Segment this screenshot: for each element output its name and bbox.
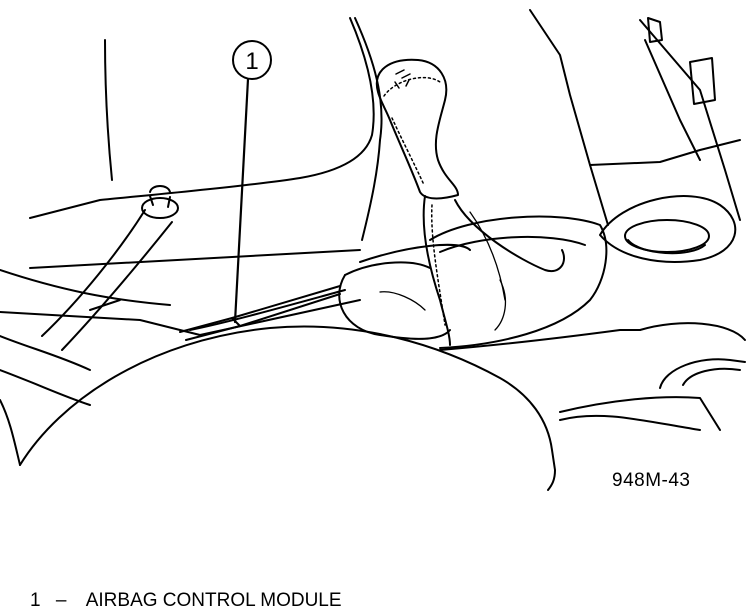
cup-holder-upper — [600, 196, 735, 262]
callout-number: 1 — [245, 48, 258, 75]
callout-1: 1 — [233, 41, 271, 322]
shifter-bezel — [360, 217, 606, 348]
legend-number: 1 — [30, 590, 41, 611]
cup-holder-lower — [560, 323, 745, 430]
legend-separator: – — [55, 590, 67, 611]
front-seat-cushion — [0, 326, 555, 490]
callout-leader — [235, 79, 248, 322]
legend: 1 – AIRBAG CONTROL MODULE — [30, 590, 342, 612]
legend-label: AIRBAG CONTROL MODULE — [85, 590, 342, 611]
parking-brake-lever — [0, 186, 178, 370]
gear-shift-boot — [339, 196, 564, 345]
console-side-panel — [530, 10, 740, 225]
figure-code: 948M-43 — [612, 470, 691, 491]
callout-circle — [233, 41, 271, 79]
console-trim-lower — [440, 330, 700, 430]
gear-shift-knob — [377, 60, 458, 199]
airbag-module-location-illustration: 1 — [0, 0, 752, 520]
floor-pan — [0, 270, 360, 405]
seat-back — [30, 18, 382, 268]
